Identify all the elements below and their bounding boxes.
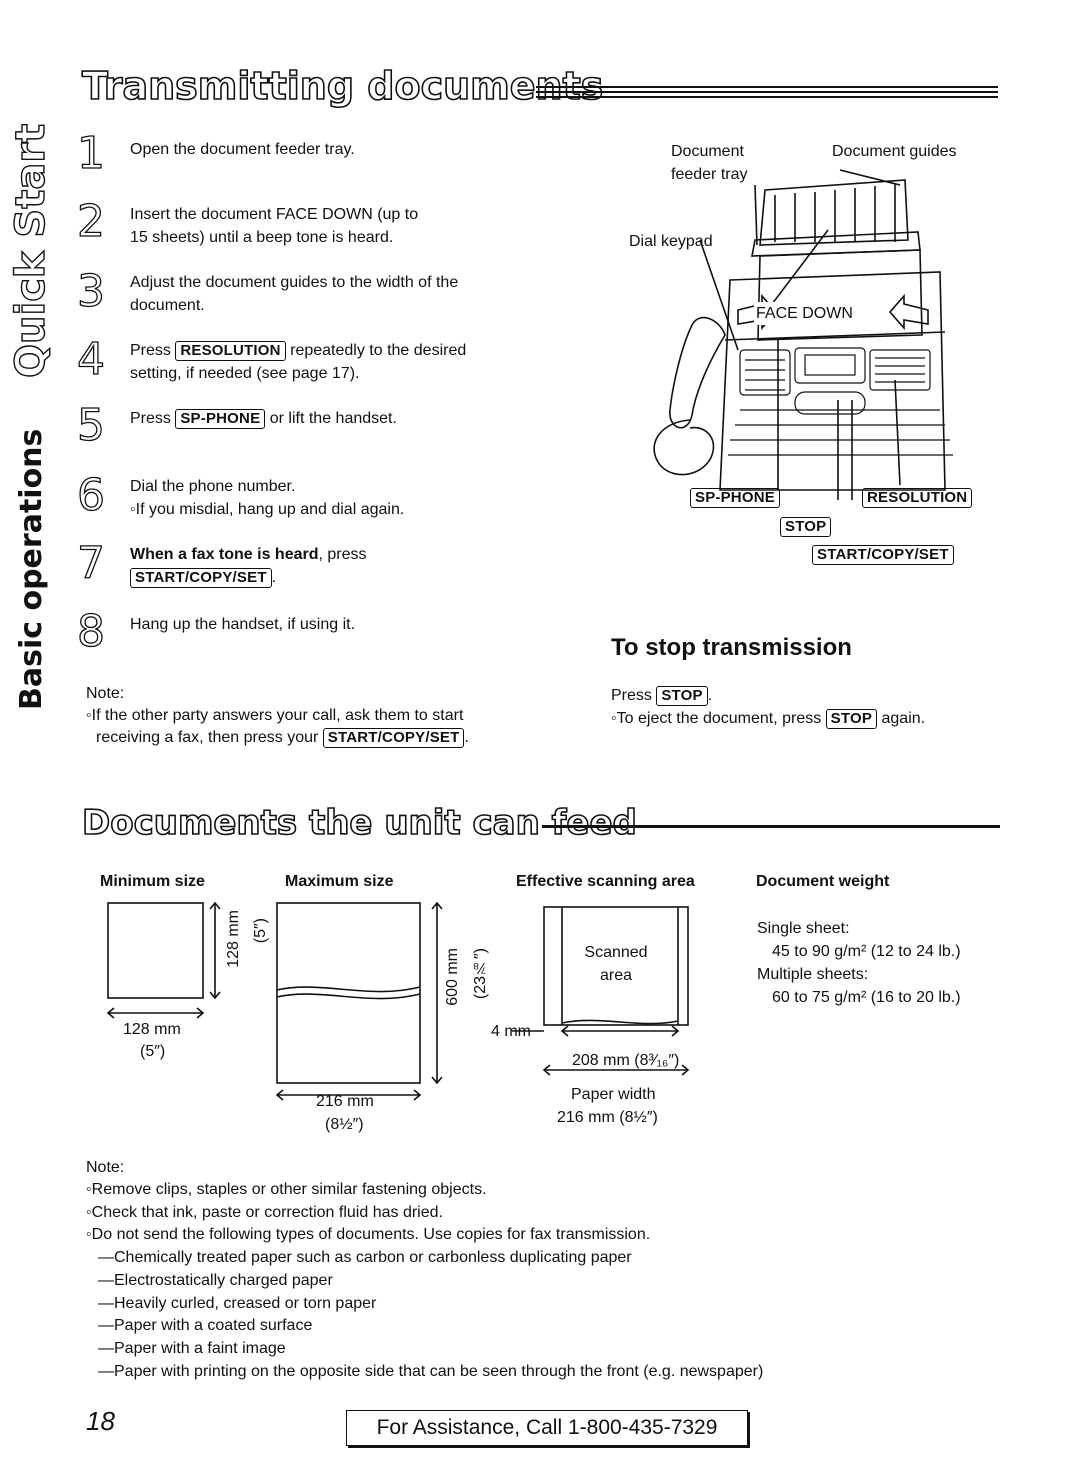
stop-key: STOP <box>780 517 832 537</box>
list-item: —Paper with printing on the opposite sid… <box>98 1362 764 1380</box>
start-copy-set-key: START/COPY/SET <box>812 545 954 565</box>
list-item: —Heavily curled, creased or torn paper <box>98 1294 377 1312</box>
list-item: ◦Do not send the following types of docu… <box>86 1226 651 1244</box>
note-line: receiving a fax, then press your START/C… <box>96 728 469 748</box>
resolution-key: RESOLUTION <box>175 341 286 361</box>
weight-multi-value: 60 to 75 g/m² (16 to 20 lb.) <box>772 989 961 1006</box>
list-item: —Paper with a faint image <box>98 1339 286 1357</box>
list-item: ◦Remove clips, staples or other similar … <box>86 1181 487 1198</box>
step-text: Press RESOLUTION repeatedly to the desir… <box>130 339 550 385</box>
start-copy-set-key: START/COPY/SET <box>130 568 272 588</box>
title-rule <box>536 86 998 88</box>
stop-line: ◦To eject the document, press STOP again… <box>611 709 926 729</box>
note-line: ◦If the other party answers your call, a… <box>86 707 464 724</box>
max-height-mm: 600 mm <box>444 948 461 1006</box>
note-label: Note: <box>86 685 125 702</box>
list-item: —Chemically treated paper such as carbon… <box>98 1249 632 1267</box>
step-text: Press SP-PHONE or lift the handset. <box>130 409 397 429</box>
step-number: 3 <box>76 266 105 317</box>
label-sp-phone: SP-PHONE <box>690 488 780 508</box>
weight-single-value: 45 to 90 g/m² (12 to 24 lb.) <box>772 943 961 960</box>
section-title: Transmitting documents <box>81 63 604 109</box>
stop-line: Press STOP. <box>611 686 713 706</box>
label-document-feeder-tray: Document feeder tray <box>671 143 748 183</box>
label-document-guides: Document guides <box>832 143 957 160</box>
step-line: setting, if needed (see page 17). <box>130 365 360 382</box>
note-label: Note: <box>86 1159 125 1176</box>
scan-area-head: Effective scanning area <box>516 873 695 890</box>
max-width-in: (8½″) <box>325 1116 364 1133</box>
max-height-in: (23⅞″) <box>472 948 489 1000</box>
label-stop: STOP <box>780 517 832 537</box>
side-tab-quick-start: Quick Start <box>7 123 54 379</box>
paper-width-label: Paper width <box>571 1086 656 1103</box>
sp-phone-key: SP-PHONE <box>690 488 780 508</box>
step-line: document. <box>130 297 205 314</box>
weight-multi: Multiple sheets: <box>757 966 869 983</box>
min-width-in: (5″) <box>140 1043 166 1060</box>
max-width-mm: 216 mm <box>316 1093 374 1110</box>
min-width-mm: 128 mm <box>123 1021 181 1038</box>
max-size-head: Maximum size <box>285 873 394 890</box>
step-number: 6 <box>76 470 105 521</box>
label-resolution: RESOLUTION <box>862 488 973 508</box>
page-number: 18 <box>86 1406 115 1436</box>
step-number: 8 <box>76 606 105 657</box>
start-copy-set-key: START/COPY/SET <box>322 728 465 748</box>
docs-title-rule <box>542 825 1000 828</box>
min-height-mm: 128 mm <box>225 910 242 968</box>
step-number: 4 <box>76 334 105 385</box>
step-text: Adjust the document guides to the width … <box>130 271 550 317</box>
scan-area-label: Scanned area <box>584 944 648 984</box>
weight-head: Document weight <box>756 873 890 890</box>
step-number: 5 <box>76 400 105 451</box>
min-height-in: (5″) <box>252 918 269 944</box>
step-line: Dial the phone number. <box>130 478 296 495</box>
note-list: ◦Remove clips, staples or other similar … <box>86 1179 763 1383</box>
side-tab-basic-operations: Basic operations <box>14 428 49 710</box>
paper-width: 216 mm (8½″) <box>557 1109 658 1126</box>
list-item: —Paper with a coated surface <box>98 1317 313 1335</box>
resolution-key: RESOLUTION <box>862 488 973 508</box>
scan-margin: 4 mm <box>491 1023 531 1040</box>
title-rule <box>536 91 998 93</box>
label-start-copy-set: START/COPY/SET <box>812 545 954 565</box>
step-text: Open the document feeder tray. <box>130 141 355 158</box>
step-line: Adjust the document guides to the width … <box>130 274 459 291</box>
step-number: 2 <box>76 196 105 247</box>
label-dial-keypad: Dial keypad <box>629 233 713 250</box>
step-number: 1 <box>76 128 105 179</box>
step-line: Insert the document FACE DOWN (up to <box>130 206 419 223</box>
list-item: ◦Check that ink, paste or correction flu… <box>86 1203 443 1221</box>
weight-single: Single sheet: <box>757 920 850 937</box>
label-face-down: FACE DOWN <box>754 302 855 325</box>
stop-section-title: To stop transmission <box>611 634 852 661</box>
step-line: ◦If you misdial, hang up and dial again. <box>130 501 405 518</box>
step-text: When a fax tone is heard, press START/CO… <box>130 546 367 588</box>
step-text: Insert the document FACE DOWN (up to 15 … <box>130 203 550 249</box>
step-text: Dial the phone number. ◦If you misdial, … <box>130 475 550 521</box>
scan-width: 208 mm (8³⁄₁₆″) <box>572 1052 680 1069</box>
document-size-diagrams <box>106 901 690 1101</box>
fax-machine-illustration <box>653 169 953 500</box>
stop-key: STOP <box>656 686 708 706</box>
min-size-head: Minimum size <box>100 873 205 890</box>
assistance-box: For Assistance, Call 1-800-435-7329 <box>346 1410 748 1446</box>
title-rule <box>536 96 998 98</box>
stop-key: STOP <box>825 709 878 729</box>
step-line: 15 sheets) until a beep tone is heard. <box>130 229 394 246</box>
list-item: —Electrostatically charged paper <box>98 1271 333 1289</box>
step-text: Hang up the handset, if using it. <box>130 616 356 633</box>
sp-phone-key: SP-PHONE <box>175 409 266 429</box>
docs-section-title: Documents the unit can feed <box>81 802 637 844</box>
step-number: 7 <box>76 538 105 589</box>
